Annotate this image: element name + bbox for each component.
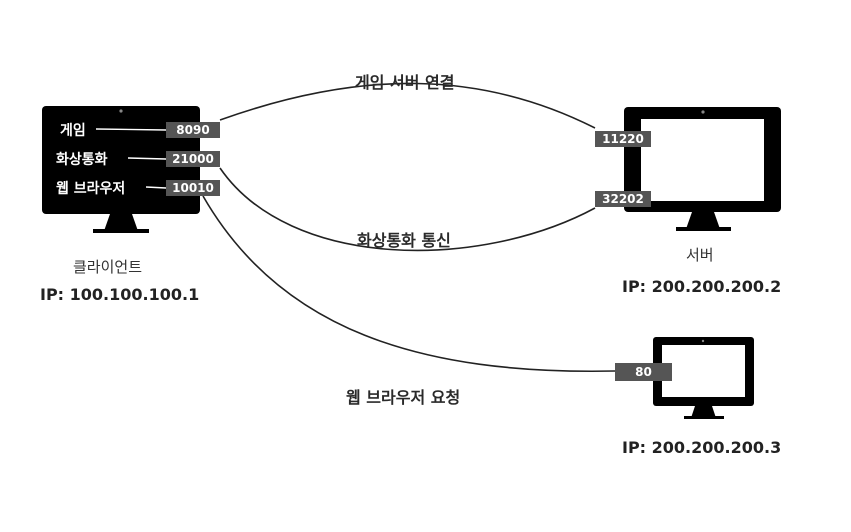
web-request-connection-label: 웹 브라우저 요청 [346, 388, 461, 407]
web-server-monitor-icon [653, 337, 754, 419]
server-monitor-icon [624, 107, 781, 231]
server-port-video-call: 32202 [595, 191, 651, 207]
web-server-port: 80 [615, 363, 672, 381]
server-ip: IP: 200.200.200.2 [622, 277, 782, 296]
game-leader-line [95, 128, 167, 131]
video-call-connection-label: 화상통화 통신 [357, 231, 451, 250]
client-port-web-browser: 10010 [166, 180, 220, 196]
web-server-ip: IP: 200.200.200.3 [622, 438, 782, 457]
game-connection-line [219, 82, 596, 129]
client-monitor-icon [42, 106, 200, 233]
client-app-game: 게임 [60, 123, 86, 139]
client-app-web-browser: 웹 브라우저 [56, 181, 126, 197]
web-request-connection-line [202, 195, 616, 373]
server-name: 서버 [686, 246, 714, 264]
web-browser-leader-line [145, 186, 167, 189]
client-port-video-call: 21000 [166, 151, 220, 167]
client-app-video-call: 화상통화 [56, 152, 108, 168]
video-call-connection-line [219, 167, 596, 252]
client-ip: IP: 100.100.100.1 [40, 285, 200, 304]
game-connection-label: 게임 서버 연결 [355, 73, 455, 92]
client-port-game: 8090 [166, 122, 220, 138]
video-call-leader-line [127, 157, 167, 160]
server-port-game: 11220 [595, 131, 651, 147]
client-name: 클라이언트 [73, 258, 143, 276]
